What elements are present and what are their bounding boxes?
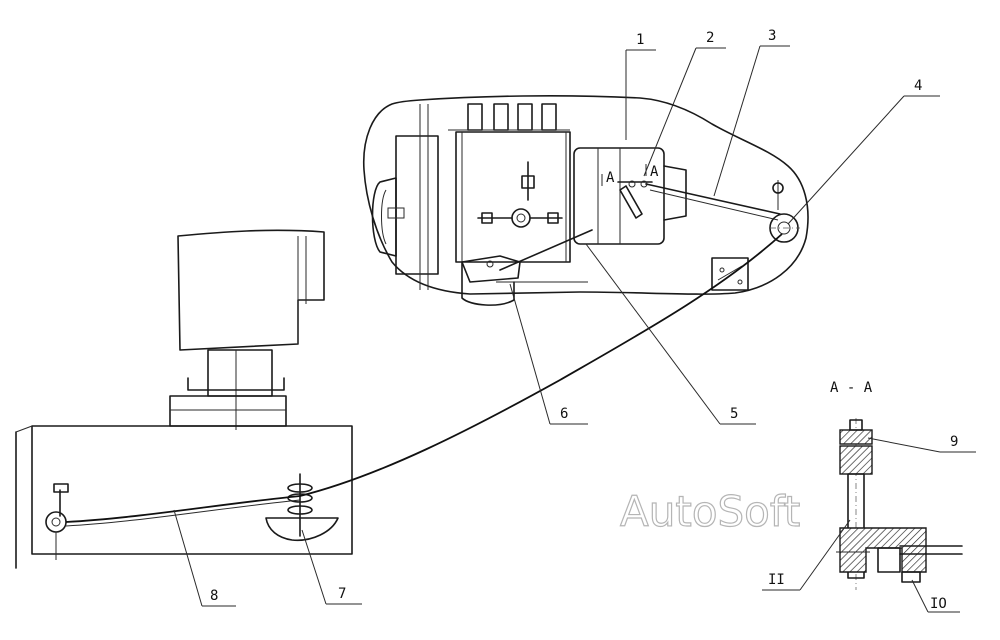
injector-fitting [477, 161, 563, 228]
engine-assembly: A A [362, 95, 809, 306]
pedal-bracket [461, 229, 593, 283]
section-arrow-mark-right: A [650, 164, 659, 180]
cylinder-head [448, 103, 570, 131]
engine-outline [362, 95, 809, 295]
callout-6: 6 [560, 406, 568, 422]
callout-9: 9 [950, 434, 958, 450]
housing-left [395, 135, 439, 275]
callout-10: IO [930, 596, 947, 612]
callout-2: 2 [706, 30, 714, 46]
fuel-pump-body [455, 131, 571, 263]
mount-plate [711, 257, 749, 291]
callout-1: 1 [636, 32, 644, 48]
governor-housing [573, 147, 665, 245]
control-cable [65, 233, 783, 523]
watermark-text: AutoSoft [620, 487, 800, 536]
lever-10 [839, 527, 927, 573]
callout-5: 5 [730, 406, 738, 422]
callout-11: II [768, 572, 785, 588]
floor-panel [31, 425, 353, 555]
callout-8: 8 [210, 588, 218, 604]
section-detail [836, 418, 963, 590]
throttle-rod [645, 183, 781, 215]
seat-pedestal [207, 349, 273, 397]
bellcrank-pulley [769, 180, 800, 243]
nut-9 [839, 429, 873, 445]
callouts: 1 2 3 4 5 6 7 8 9 IO II [210, 28, 958, 612]
seat-upper [177, 229, 325, 351]
callout-7: 7 [338, 586, 346, 602]
section-arrow-mark-left: A [606, 170, 615, 186]
section-label: A - A [830, 380, 873, 396]
control-lever [617, 180, 653, 219]
pin-11 [847, 473, 865, 579]
leader-lines [173, 45, 976, 613]
callout-3: 3 [768, 28, 776, 44]
callout-4: 4 [914, 78, 922, 94]
pedal-stop [45, 483, 69, 560]
cab-assembly [15, 229, 353, 569]
